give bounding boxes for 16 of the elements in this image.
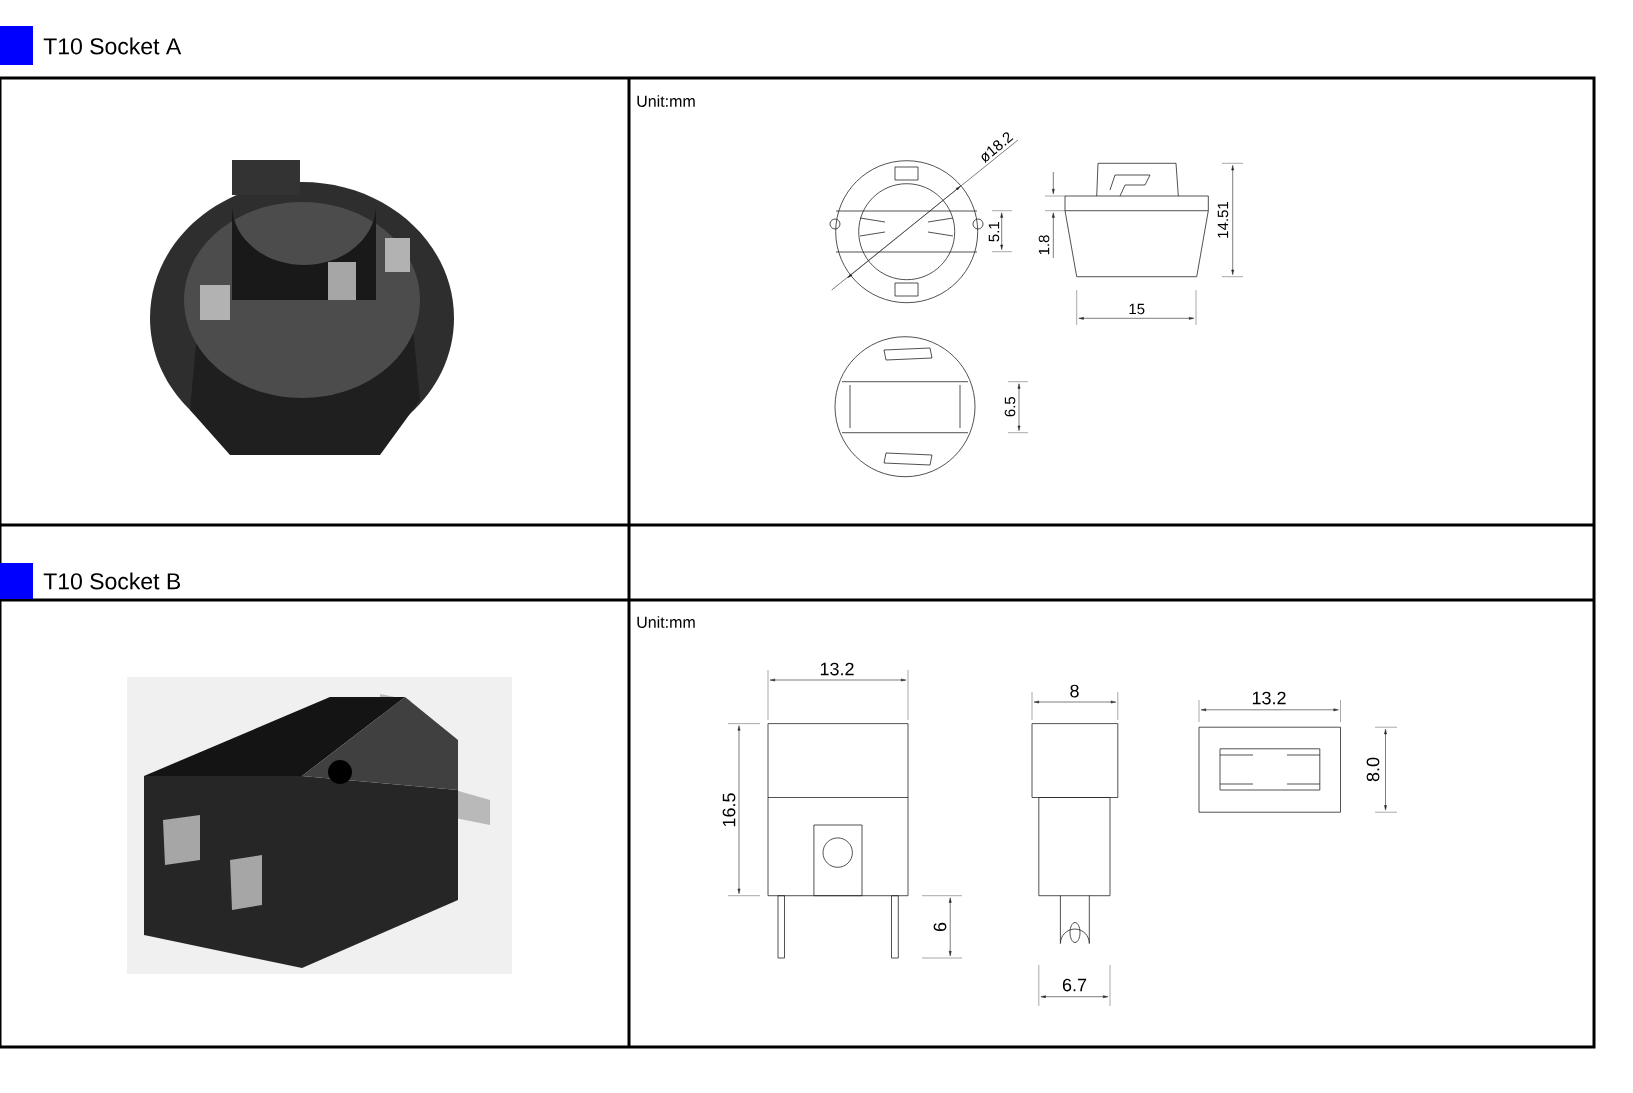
dimension-label: 13.2 xyxy=(1252,691,1286,705)
dimension-label: 8.0 xyxy=(1366,757,1380,782)
dimension-label: 15 xyxy=(1129,303,1145,315)
dimension-label: 1.8 xyxy=(1038,235,1050,255)
heading-label: T10 Socket B xyxy=(43,572,181,590)
dimension-label: 13.2 xyxy=(820,662,854,676)
dimension-label: 6.5 xyxy=(1004,396,1016,417)
dimension-label: 5.1 xyxy=(988,222,1000,242)
unit-label: Unit:mm xyxy=(637,616,695,628)
dimension-label: 6 xyxy=(933,922,947,932)
dimension-label: 8 xyxy=(1070,684,1079,698)
heading-label: T10 Socket A xyxy=(43,37,182,55)
dimension-label: 16.5 xyxy=(722,793,736,827)
dimension-label: 14.51 xyxy=(1217,202,1229,238)
unit-label: Unit:mm xyxy=(637,95,695,107)
dimension-label: 6.7 xyxy=(1062,978,1087,992)
